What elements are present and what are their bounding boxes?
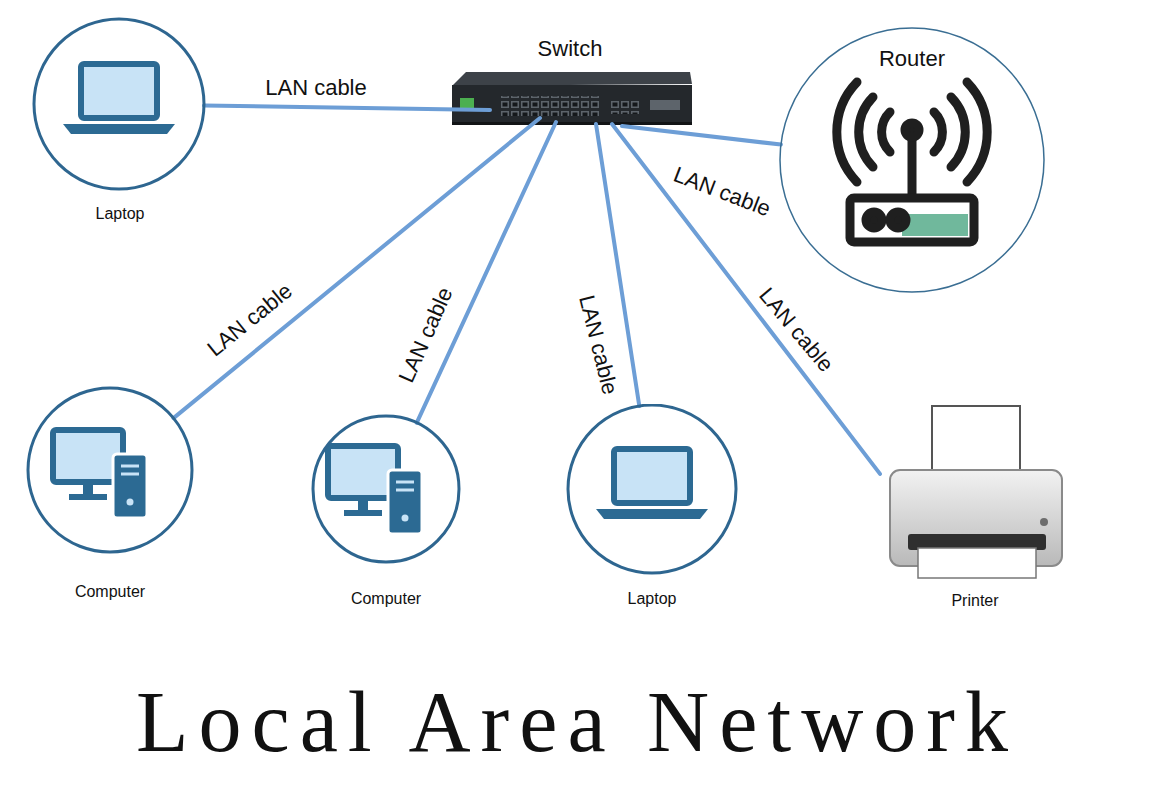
lan-cable xyxy=(622,126,781,145)
cable-label: LAN cable xyxy=(572,290,623,401)
diagram-title: Local Area Network xyxy=(0,672,1154,772)
device-label: Laptop xyxy=(30,203,210,225)
lan-cable xyxy=(612,124,880,474)
device-circle: Router xyxy=(778,27,1046,295)
computer-icon xyxy=(328,446,422,534)
device-label: Printer xyxy=(880,590,1070,612)
lan-cable xyxy=(174,118,541,418)
laptop-icon xyxy=(63,64,175,134)
router-icon xyxy=(837,82,987,242)
cable-label: LAN cable xyxy=(262,75,370,101)
cable-label: LAN cable xyxy=(667,161,777,224)
device-label: Laptop xyxy=(566,588,738,610)
device-circle: Laptop xyxy=(566,404,738,610)
device-circle-outline xyxy=(566,404,738,610)
device-label: Computer xyxy=(25,581,195,603)
printer-icon xyxy=(890,406,1062,578)
cable-label: LAN cable xyxy=(200,276,300,364)
device-label: Computer xyxy=(306,588,466,610)
computer-icon xyxy=(53,430,147,518)
switch-device xyxy=(452,72,692,125)
device-circle: Computer xyxy=(306,414,466,610)
laptop-icon xyxy=(596,449,708,519)
device-box: Switch xyxy=(445,35,695,131)
device-circle-outline xyxy=(306,414,466,610)
device-box: Printer xyxy=(880,400,1070,612)
device-label: Switch xyxy=(445,35,695,63)
cable-label: LAN cable xyxy=(392,281,459,390)
device-circle-outline xyxy=(25,385,195,603)
lan-cable xyxy=(417,122,556,423)
lan-cable xyxy=(204,105,490,110)
device-circle: Laptop xyxy=(30,15,210,225)
device-circle-outline xyxy=(30,15,210,225)
device-label: Router xyxy=(778,45,1046,73)
device-circle: Computer xyxy=(25,385,195,603)
